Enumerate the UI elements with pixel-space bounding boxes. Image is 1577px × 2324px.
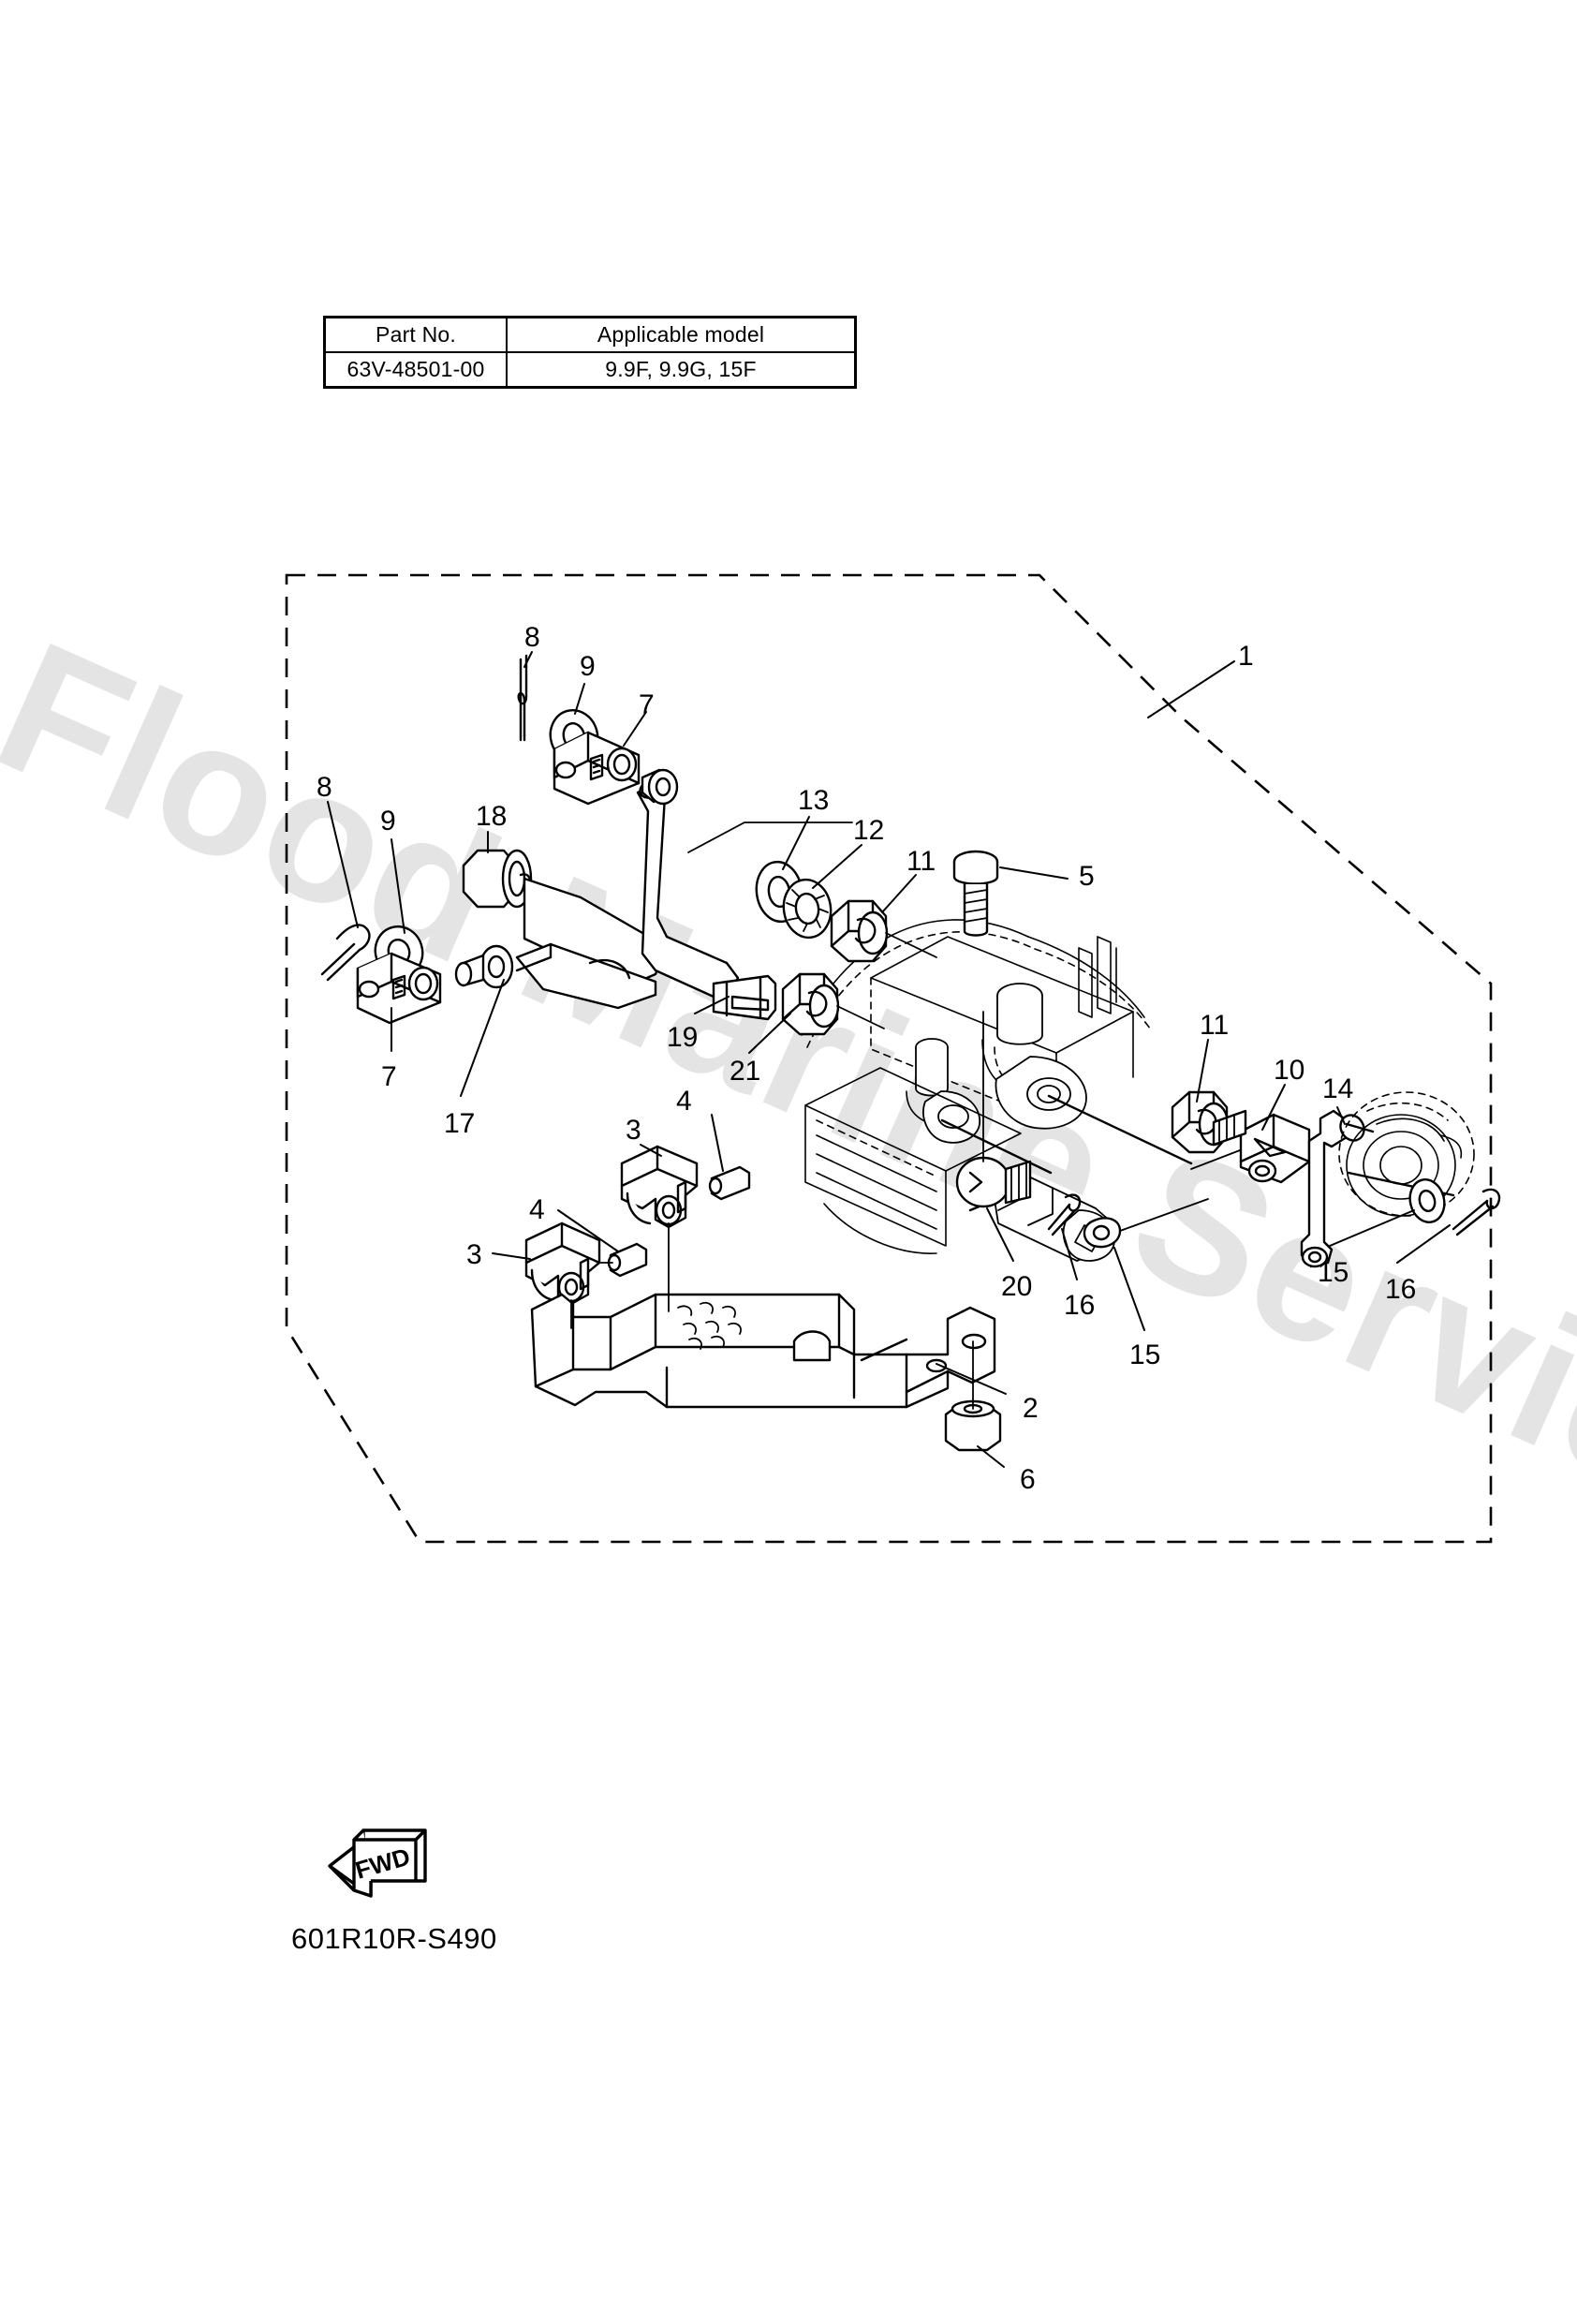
callout-leader-9a [391,838,405,934]
callout-7a: 7 [381,1061,397,1092]
callout-leader-4a [557,1209,619,1252]
callout-10: 10 [1274,1055,1305,1086]
callout-16a: 16 [1064,1290,1096,1321]
callout-15a: 15 [1129,1340,1161,1370]
part-21-clip [781,972,840,1036]
part-16b-cotter-pin [1452,1188,1501,1236]
cell-applicable-model: 9.9F, 9.9G, 15F [506,351,857,389]
part-3b-cable-clamp [620,1145,699,1229]
callout-leader-3b [640,1144,662,1157]
part-2-bracket [530,1293,996,1409]
callout-11b: 11 [1200,1010,1230,1041]
link-leader-10 [1190,1149,1241,1170]
part-11a-clip [830,899,889,963]
callout-19: 19 [667,1022,699,1053]
callout-14: 14 [1322,1073,1354,1104]
part-5-bolt [952,850,999,937]
clip-leader-21 [836,1005,885,1029]
callout-15b: 15 [1318,1257,1349,1288]
part-20-bolt [955,1156,1032,1208]
callout-leader-16b [1396,1224,1451,1264]
callout-6: 6 [1020,1464,1036,1495]
callout-13: 13 [798,785,830,816]
callout-3b: 3 [626,1115,641,1146]
part-16a-cotter-pin [1047,1193,1082,1236]
callout-4a: 4 [529,1194,545,1225]
table-row: 63V-48501-00 9.9F, 9.9G, 15F [323,351,857,389]
callout-7b: 7 [639,689,655,720]
callout-leader-13 [782,816,810,870]
assembly-boundary [285,573,1493,1544]
callout-leader-14 [1336,1106,1346,1125]
column-header-part-no: Part No. [323,316,508,353]
part-15b-washer [1408,1178,1446,1223]
part-10-link-joint [1212,1109,1311,1184]
part-7b-rod-end [553,731,641,806]
callout-leader-4b [711,1114,724,1172]
part-17-shift-lever [454,877,663,1010]
part-4a-pin [607,1242,648,1278]
callout-16b: 16 [1385,1274,1417,1305]
callout-leader-8a [327,801,359,928]
callout-leader-7b [623,711,647,747]
part-19-control-rod [636,768,777,1021]
pulley-phantom [1338,1091,1475,1217]
callout-5: 5 [1079,861,1095,892]
part-3a-cable-clamp [524,1221,601,1306]
callout-leader-15a [1113,1247,1145,1331]
callout-20: 20 [1001,1271,1033,1302]
callout-leader-9b [574,683,585,715]
callout-9a: 9 [380,806,396,836]
part-12-lock-washer [782,878,833,940]
callout-9b: 9 [580,651,596,682]
callout-leader-5 [999,866,1069,880]
callout-leader-11b [1196,1039,1209,1103]
clip-leader-11a [885,932,937,958]
callout-11a: 11 [906,846,936,877]
callout-leader-20 [986,1207,1014,1262]
cell-part-no: 63V-48501-00 [323,351,508,389]
callout-leader-8b [523,651,533,668]
callout-leader-6 [977,1445,1005,1468]
callout-leader-15b [1329,1209,1415,1247]
part-8b-cotter-pin [517,654,528,742]
callout-18: 18 [476,801,508,832]
callout-17: 17 [444,1108,476,1139]
callout-leader-10 [1261,1084,1286,1131]
part-8a-cotter-pin [320,924,371,982]
callout-8a: 8 [317,772,332,803]
callout-8b: 8 [524,622,540,653]
callout-leader-3a [492,1252,531,1260]
callout-leader-19 [694,996,730,1014]
callout-3a: 3 [466,1239,482,1270]
callout-leader-1 [1147,660,1235,718]
callout-4b: 4 [676,1086,692,1117]
engine-body-phantom [801,919,1193,1262]
fwd-direction-arrow: FWD [328,1828,427,1898]
callout-2: 2 [1023,1393,1039,1424]
part-18-bushing [462,849,533,909]
callout-12: 12 [853,815,885,846]
parts-table: Part No. Applicable model 63V-48501-00 9… [323,316,857,389]
washer-leader-15a [1119,1198,1209,1232]
callout-leader-11a [881,874,917,913]
part-7a-rod-end [356,952,442,1025]
bracket-stipple [677,1301,742,1350]
callout-21: 21 [730,1056,761,1087]
callout-leader-16a [1061,1228,1078,1280]
callout-leader-12 [812,844,862,889]
callout-leader-21 [748,1013,791,1054]
part-15a-washer [1083,1217,1122,1249]
part-4b-pin [708,1165,751,1201]
callout-leader-2 [936,1363,1007,1395]
table-header-row: Part No. Applicable model [323,316,857,353]
bracket-leader-19 [687,822,853,853]
callout-1: 1 [1238,641,1254,672]
column-header-applicable-model: Applicable model [506,316,857,353]
callout-leader-17 [460,979,505,1097]
diagram-code-label: 601R10R-S490 [291,1922,497,1955]
